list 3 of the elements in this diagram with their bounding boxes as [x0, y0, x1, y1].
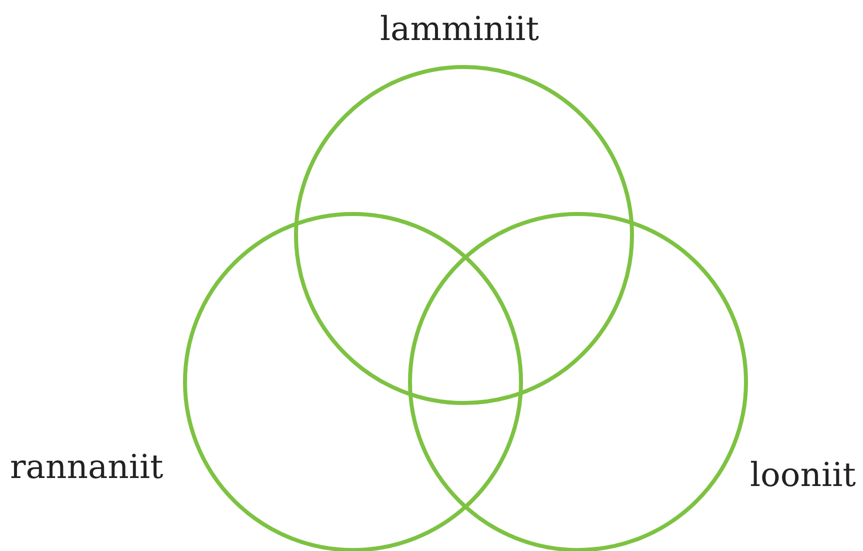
set-label: looniit — [750, 458, 856, 491]
set-label: lamminiit — [380, 12, 539, 45]
set-label: rannaniit — [10, 450, 164, 483]
